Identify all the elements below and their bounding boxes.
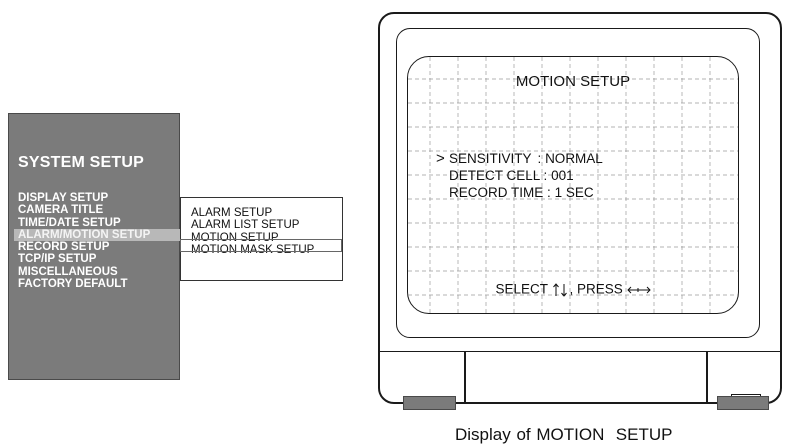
submenu-item-alarm-list-setup[interactable]: ALARM LIST SETUP bbox=[191, 219, 300, 232]
submenu-item-motion-setup[interactable]: MOTION SETUP bbox=[191, 231, 279, 244]
footer-select-label: SELECT bbox=[495, 281, 548, 297]
motion-setup-options: > SENSITIVITY: NORMAL DETECT CELL : 001 R… bbox=[436, 150, 603, 201]
option-separator: : bbox=[537, 151, 542, 166]
option-value: 1 SEC bbox=[554, 185, 594, 200]
cursor-indicator: > bbox=[436, 150, 445, 167]
base-divider-right bbox=[706, 351, 708, 404]
option-label: SENSITIVITY bbox=[449, 151, 532, 166]
option-separator: : bbox=[547, 185, 551, 200]
monitor-bezel bbox=[396, 28, 760, 338]
option-record-time[interactable]: RECORD TIME : 1 SEC bbox=[449, 184, 603, 201]
menu-item-record-setup[interactable]: RECORD SETUP bbox=[18, 241, 110, 254]
menu-item-alarm-motion-setup[interactable]: ALARM/MOTION SETUP bbox=[14, 228, 185, 242]
monitor-foot-right bbox=[717, 396, 769, 410]
left-right-arrow-icon bbox=[626, 286, 651, 294]
menu-item-tcp-ip-setup[interactable]: TCP/IP SETUP bbox=[18, 253, 97, 266]
option-label: DETECT CELL bbox=[449, 168, 540, 183]
figure-caption: Display of MOTION SETUP bbox=[455, 425, 673, 444]
system-setup-title: SYSTEM SETUP bbox=[18, 154, 144, 171]
screen-footer: SELECT , PRESS bbox=[408, 281, 738, 299]
submenu-item-alarm-setup[interactable]: ALARM SETUP bbox=[191, 207, 273, 219]
menu-item-camera-title[interactable]: CAMERA TITLE bbox=[18, 204, 104, 217]
monitor-screen: MOTION SETUP > SENSITIVITY: NORMAL DETECT… bbox=[407, 56, 739, 314]
monitor-base-panel bbox=[380, 351, 780, 405]
menu-item-display-setup[interactable]: DISPLAY SETUP bbox=[18, 192, 109, 204]
footer-press-label: PRESS bbox=[577, 281, 623, 297]
monitor-foot-left bbox=[403, 396, 456, 410]
option-value: 001 bbox=[551, 168, 574, 183]
base-divider-left bbox=[464, 351, 466, 404]
option-value: NORMAL bbox=[545, 151, 603, 166]
menu-item-miscellaneous[interactable]: MISCELLANEOUS bbox=[18, 265, 118, 278]
submenu-selection-highlight bbox=[180, 239, 342, 252]
menu-item-factory-default[interactable]: FACTORY DEFAULT bbox=[18, 278, 128, 291]
footer-separator: , bbox=[569, 281, 574, 297]
submenu-item-motion-mask-setup[interactable]: MOTION MASK SETUP bbox=[191, 243, 315, 256]
up-down-arrow-icon bbox=[553, 283, 568, 297]
screen-title: MOTION SETUP bbox=[515, 73, 631, 90]
alarm-motion-submenu: ALARM SETUP ALARM LIST SETUP MOTION SETU… bbox=[180, 197, 343, 281]
option-detect-cell[interactable]: DETECT CELL : 001 bbox=[449, 167, 603, 184]
screen-grid bbox=[408, 57, 738, 313]
system-setup-menu: DISPLAY SETUP CAMERA TITLE TIME/DATE SET… bbox=[14, 192, 189, 291]
submenu-list: ALARM SETUP ALARM LIST SETUP MOTION SETU… bbox=[191, 207, 314, 256]
menu-item-time-date-setup[interactable]: TIME/DATE SETUP bbox=[18, 216, 121, 229]
option-separator: : bbox=[543, 168, 548, 183]
option-label: RECORD TIME bbox=[449, 185, 544, 200]
system-setup-panel: SYSTEM SETUP DISPLAY SETUP CAMERA TITLE … bbox=[8, 113, 185, 380]
option-sensitivity[interactable]: > SENSITIVITY: NORMAL bbox=[436, 150, 603, 167]
